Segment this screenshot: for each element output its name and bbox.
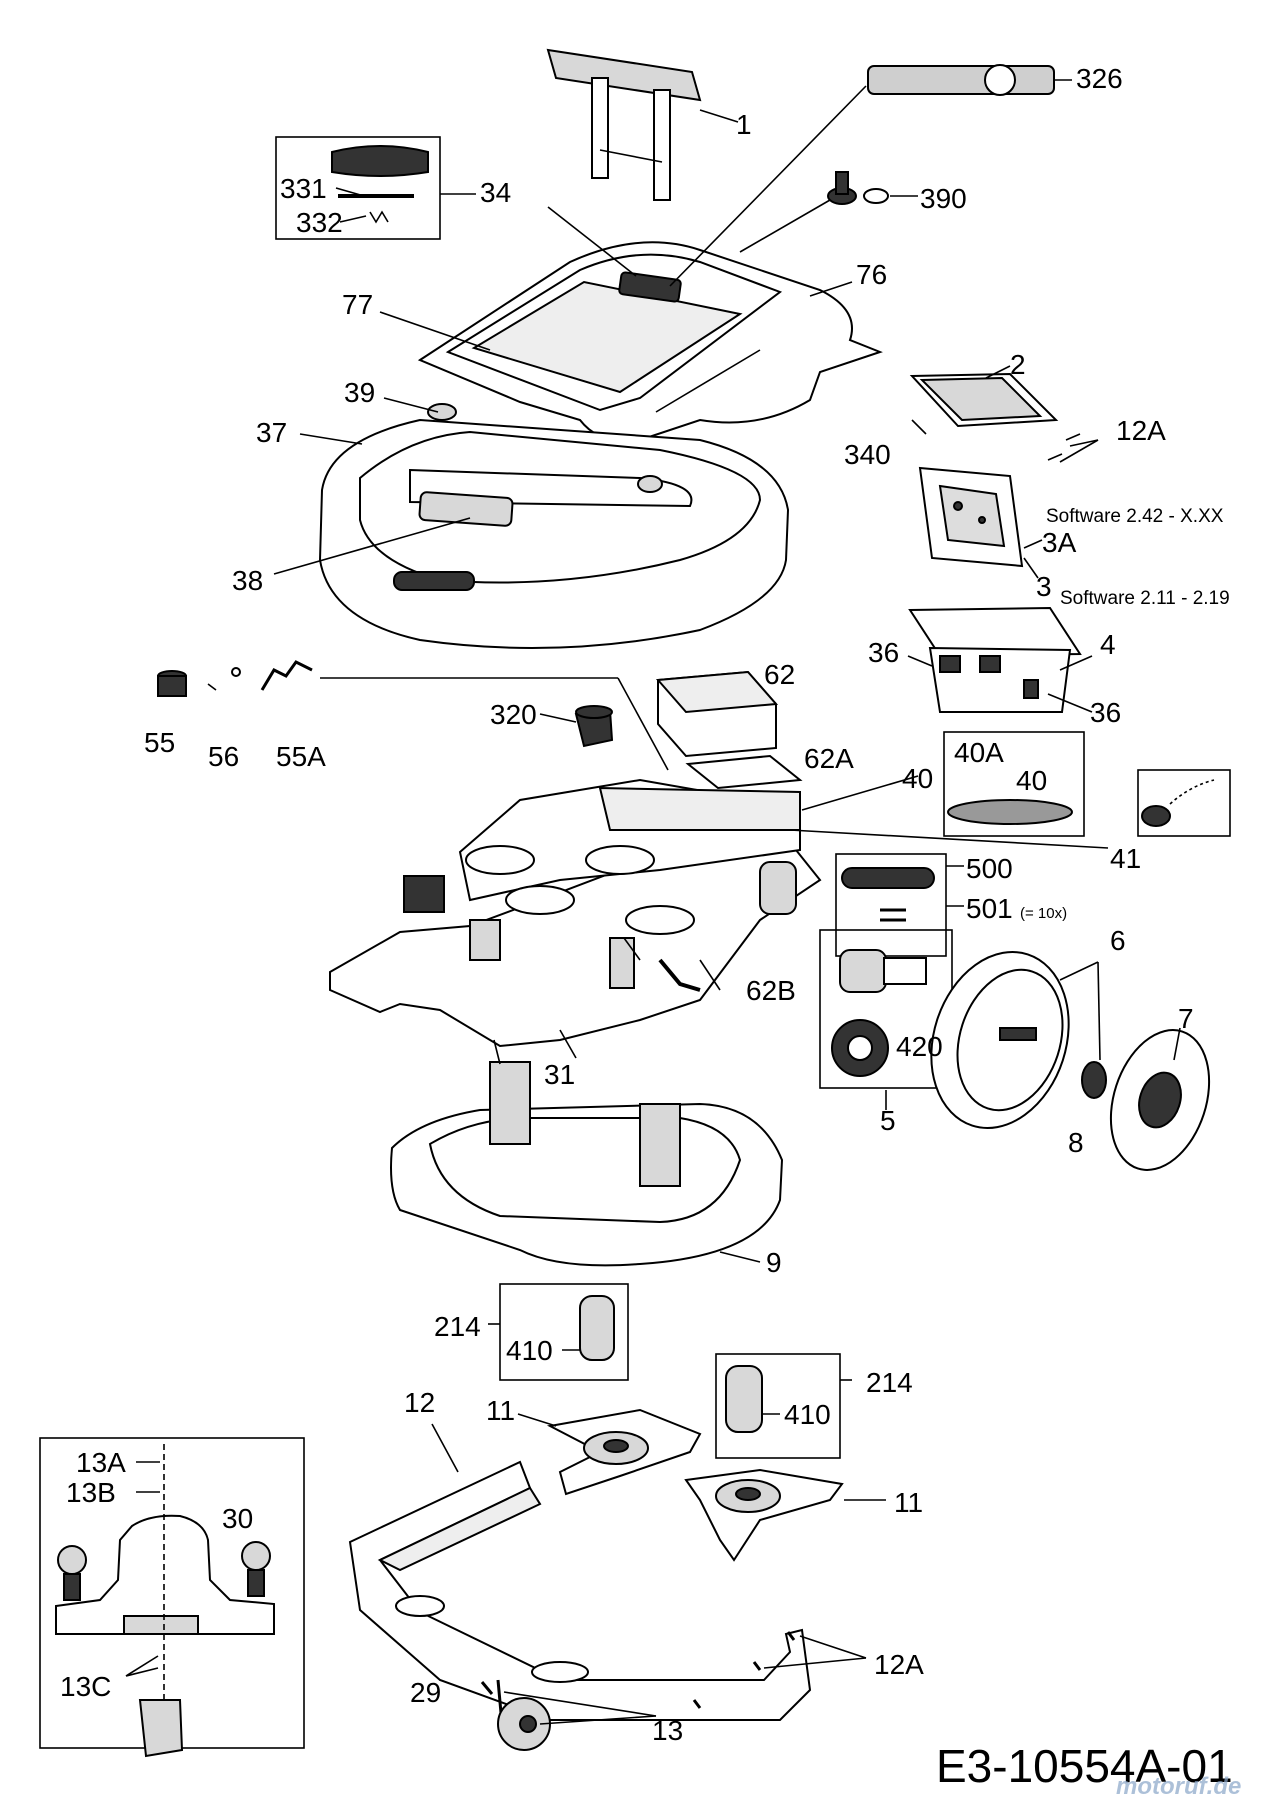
label-320: 320: [490, 699, 537, 730]
label-13A: 13A: [76, 1447, 126, 1478]
part-390-knob: [827, 171, 918, 205]
part-8-hub: [1081, 1061, 1107, 1099]
leader-390: [739, 199, 831, 253]
part-4-battery-box: [907, 606, 1093, 713]
leader-41: [789, 829, 1109, 849]
label-34: 34: [480, 177, 511, 208]
part-12A-screws-bottom: [692, 1631, 867, 1709]
part-214-motor-box-a: [488, 1283, 629, 1381]
part-3-pcb: [918, 466, 1043, 579]
label-62: 62: [764, 659, 795, 690]
label-7: 7: [1178, 1003, 1194, 1034]
part-2-bezel: [909, 365, 1099, 463]
part-13-caster: [496, 1679, 657, 1751]
label-4: 4: [1100, 629, 1116, 660]
label-8: 8: [1068, 1127, 1084, 1158]
label-332: 332: [296, 207, 343, 238]
label-40-box: 40: [1016, 765, 1047, 796]
label-12A-top: 12A: [1116, 415, 1166, 446]
part-500-box: [835, 853, 964, 957]
part-62-pad: [655, 670, 803, 790]
leader-55A-2: [617, 677, 669, 771]
label-214-b: 214: [866, 1367, 913, 1398]
label-6: 6: [1110, 925, 1126, 956]
label-331: 331: [280, 173, 327, 204]
watermark: motoruf.de: [1116, 1773, 1241, 1800]
label-5: 5: [880, 1105, 896, 1136]
label-37: 37: [256, 417, 287, 448]
label-55A: 55A: [276, 741, 326, 772]
part-6-wheel: [930, 951, 1101, 1129]
part-12-frame: [348, 1423, 812, 1721]
label-29: 29: [410, 1677, 441, 1708]
label-39: 39: [344, 377, 375, 408]
part-34-box: [275, 136, 476, 240]
part-31-chassis: [329, 778, 822, 1059]
label-11-a: 11: [486, 1395, 515, 1426]
part-76-cover: [417, 241, 883, 443]
part-7-hubcap: [1109, 1027, 1211, 1171]
label-76: 76: [856, 259, 887, 290]
part-214-motor-box-b: [715, 1353, 852, 1459]
label-30: 30: [222, 1503, 253, 1534]
label-62A: 62A: [804, 743, 854, 774]
label-77: 77: [342, 289, 373, 320]
part-40-box: [943, 731, 1085, 837]
part-55-foot: [157, 660, 313, 697]
leader-40: [801, 775, 919, 811]
label-410-b: 410: [784, 1399, 831, 1430]
label-410-a: 410: [506, 1335, 553, 1366]
diagram-code: E3-10554A-01: [936, 1740, 1233, 1792]
label-40: 40: [902, 763, 933, 794]
label-36-left: 36: [868, 637, 899, 668]
label-501: 501: [966, 893, 1013, 924]
qty-501: (= 10x): [1020, 905, 1067, 922]
part-5-motor-box: [819, 929, 953, 1110]
leader-34: [547, 206, 637, 277]
label-13: 13: [652, 1715, 683, 1746]
label-41: 41: [1110, 843, 1141, 874]
part-326-badge: [867, 64, 1072, 96]
part-30-box: [39, 1437, 305, 1758]
label-36-right: 36: [1090, 697, 1121, 728]
label-3A: 3A: [1042, 527, 1077, 558]
label-2: 2: [1010, 349, 1026, 380]
leader-77: [379, 311, 491, 351]
label-38: 38: [232, 565, 263, 596]
leader-326: [669, 85, 867, 287]
part-320-cap: [539, 705, 614, 748]
label-420: 420: [896, 1031, 943, 1062]
label-500: 500: [966, 853, 1013, 884]
part-41-box: [1137, 769, 1231, 837]
label-12: 12: [404, 1387, 435, 1418]
label-55: 55: [144, 727, 175, 758]
part-9-base: [390, 1039, 784, 1267]
label-390: 390: [920, 183, 967, 214]
label-13C: 13C: [60, 1671, 111, 1702]
label-56: 56: [208, 741, 239, 772]
label-62B: 62B: [746, 975, 796, 1006]
part-11-blade-b: [684, 1468, 886, 1562]
software-note-b: Software 2.11 - 2.19: [1060, 588, 1230, 609]
label-13B: 13B: [66, 1477, 116, 1508]
part-29-pin: [480, 1681, 494, 1695]
label-1: 1: [736, 109, 752, 140]
label-11-b: 11: [894, 1487, 923, 1518]
label-214-a: 214: [434, 1311, 481, 1342]
software-note-a: Software 2.42 - X.XX: [1046, 506, 1224, 527]
part-1-handle: [546, 48, 739, 201]
part-11-blade-a: [517, 1408, 702, 1496]
label-40A: 40A: [954, 737, 1004, 768]
label-31: 31: [544, 1059, 575, 1090]
label-326: 326: [1076, 63, 1123, 94]
label-340: 340: [844, 439, 891, 470]
label-12A-bottom: 12A: [874, 1649, 924, 1680]
part-37-shell: [273, 397, 790, 649]
label-3: 3: [1036, 571, 1052, 602]
label-9: 9: [766, 1247, 782, 1278]
leader-76: [809, 281, 853, 297]
